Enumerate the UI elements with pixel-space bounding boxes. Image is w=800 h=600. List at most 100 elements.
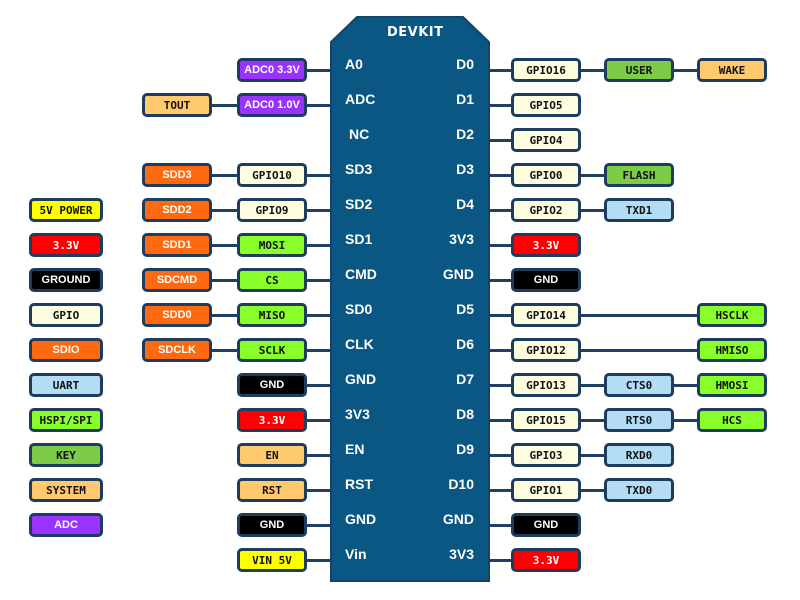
pin-box-gpio2: GPIO2 bbox=[511, 198, 581, 222]
wire-right-d4 bbox=[488, 209, 512, 212]
wire-left-gnd bbox=[306, 524, 332, 527]
board-pin-left-gnd: GND bbox=[345, 511, 377, 527]
board-pin-left-a0: A0 bbox=[345, 56, 363, 72]
pin-box-vin-5v: VIN 5V bbox=[237, 548, 307, 572]
board-pin-left-sd1: SD1 bbox=[345, 231, 373, 247]
pin-box-sclk: SCLK bbox=[237, 338, 307, 362]
wire-right-d0 bbox=[488, 69, 512, 72]
pin-box-gnd: GND bbox=[237, 513, 307, 537]
legend-key: KEY bbox=[29, 443, 103, 467]
board-pin-left-sd0: SD0 bbox=[345, 301, 373, 317]
wire-right-c1c2-d4 bbox=[580, 209, 605, 212]
pin-box-txd0: TXD0 bbox=[604, 478, 674, 502]
legend-sdio: SDIO bbox=[29, 338, 103, 362]
pin-box-sdd2: SDD2 bbox=[142, 198, 212, 222]
pin-box-hmiso: HMISO bbox=[697, 338, 767, 362]
wire-right-c1c2-d7 bbox=[580, 384, 605, 387]
pin-box-mosi: MOSI bbox=[237, 233, 307, 257]
pin-box-wake: WAKE bbox=[697, 58, 767, 82]
wire-left-vin bbox=[306, 559, 332, 562]
wire-left-clk bbox=[306, 349, 332, 352]
pin-box-sdd3: SDD3 bbox=[142, 163, 212, 187]
pin-box-user: USER bbox=[604, 58, 674, 82]
pin-box-sdcmd: SDCMD bbox=[142, 268, 212, 292]
legend-hspi-spi: HSPI/SPI bbox=[29, 408, 103, 432]
pin-box-3-3v: 3.3V bbox=[237, 408, 307, 432]
board-pin-left-3v3: 3V3 bbox=[345, 406, 370, 422]
pin-box-cts0: CTS0 bbox=[604, 373, 674, 397]
wire-right-c1c3-d5 bbox=[580, 314, 698, 317]
wire-left-outer-clk bbox=[212, 349, 238, 352]
pin-box-flash: FLASH bbox=[604, 163, 674, 187]
legend-ground: GROUND bbox=[29, 268, 103, 292]
pin-box-en: EN bbox=[237, 443, 307, 467]
wire-right-d7 bbox=[488, 384, 512, 387]
wire-left-rst bbox=[306, 489, 332, 492]
wire-right-c1c3-d6 bbox=[580, 349, 698, 352]
board-pin-right-d0: D0 bbox=[456, 56, 474, 72]
pin-box-gpio15: GPIO15 bbox=[511, 408, 581, 432]
pin-box-gnd: GND bbox=[511, 268, 581, 292]
wire-right-c1c2-d3 bbox=[580, 174, 605, 177]
pin-box-3-3v: 3.3V bbox=[511, 548, 581, 572]
wire-left-outer-adc bbox=[212, 104, 238, 107]
wire-right-c2c3-d0 bbox=[673, 69, 698, 72]
wire-right-c1c2-d8 bbox=[580, 419, 605, 422]
board-pin-left-vin: Vin bbox=[345, 546, 367, 562]
wire-left-3v3 bbox=[306, 419, 332, 422]
pin-box-rst: RST bbox=[237, 478, 307, 502]
wire-left-gnd bbox=[306, 384, 332, 387]
pin-box-gpio4: GPIO4 bbox=[511, 128, 581, 152]
pin-box-txd1: TXD1 bbox=[604, 198, 674, 222]
pin-box-gpio14: GPIO14 bbox=[511, 303, 581, 327]
pin-box-adc0-3-3v: ADC0 3.3V bbox=[237, 58, 307, 82]
wire-right-d1 bbox=[488, 104, 512, 107]
wire-right-d2 bbox=[488, 139, 512, 142]
legend-5v-power: 5V POWER bbox=[29, 198, 103, 222]
pin-box-gpio13: GPIO13 bbox=[511, 373, 581, 397]
pin-box-cs: CS bbox=[237, 268, 307, 292]
pin-box-gnd: GND bbox=[237, 373, 307, 397]
board-pin-left-clk: CLK bbox=[345, 336, 374, 352]
wire-right-c2c3-d7 bbox=[673, 384, 698, 387]
wire-left-sd3 bbox=[306, 174, 332, 177]
wire-right-d10 bbox=[488, 489, 512, 492]
wire-left-outer-sd1 bbox=[212, 244, 238, 247]
pin-box-gnd: GND bbox=[511, 513, 581, 537]
legend-gpio: GPIO bbox=[29, 303, 103, 327]
board-pin-right-d3: D3 bbox=[456, 161, 474, 177]
wire-right-d6 bbox=[488, 349, 512, 352]
wire-right-d3 bbox=[488, 174, 512, 177]
pin-box-sdd0: SDD0 bbox=[142, 303, 212, 327]
wire-right-c1c2-d10 bbox=[580, 489, 605, 492]
board-pin-right-d1: D1 bbox=[456, 91, 474, 107]
pin-box-miso: MISO bbox=[237, 303, 307, 327]
board-pin-left-nc: NC bbox=[349, 126, 370, 142]
wire-right-gnd bbox=[488, 524, 512, 527]
board-pin-left-cmd: CMD bbox=[345, 266, 377, 282]
wire-left-cmd bbox=[306, 279, 332, 282]
wire-right-3v3 bbox=[488, 559, 512, 562]
board-pin-right-d10: D10 bbox=[448, 476, 474, 492]
board-pin-right-d2: D2 bbox=[456, 126, 474, 142]
wire-left-en bbox=[306, 454, 332, 457]
board-title: DEVKIT bbox=[387, 25, 444, 40]
board-pin-right-gnd: GND bbox=[442, 511, 474, 527]
legend-3v3: 3.3V bbox=[29, 233, 103, 257]
wire-left-adc bbox=[306, 104, 332, 107]
board-pin-left-sd3: SD3 bbox=[345, 161, 373, 177]
legend-uart: UART bbox=[29, 373, 103, 397]
board-pin-right-d8: D8 bbox=[456, 406, 474, 422]
pin-box-gpio0: GPIO0 bbox=[511, 163, 581, 187]
legend-adc: ADC bbox=[29, 513, 103, 537]
pin-box-sdclk: SDCLK bbox=[142, 338, 212, 362]
board-pin-left-en: EN bbox=[345, 441, 365, 457]
pin-box-hsclk: HSCLK bbox=[697, 303, 767, 327]
wire-left-sd2 bbox=[306, 209, 332, 212]
wire-left-sd0 bbox=[306, 314, 332, 317]
pin-box-gpio9: GPIO9 bbox=[237, 198, 307, 222]
wire-left-sd1 bbox=[306, 244, 332, 247]
wire-left-a0 bbox=[306, 69, 332, 72]
pin-box-hcs: HCS bbox=[697, 408, 767, 432]
